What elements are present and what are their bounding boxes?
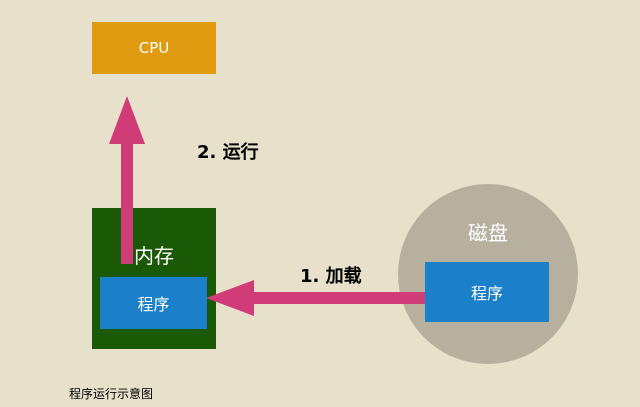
memory-label: 内存 [134, 244, 174, 268]
run-arrow-shaft [121, 142, 133, 264]
memory-program-box: 程序 [100, 277, 207, 329]
run-arrow-head [109, 96, 145, 144]
memory-program-label: 程序 [137, 295, 170, 314]
disk-program-label: 程序 [470, 284, 503, 303]
disk-program-box: 程序 [425, 262, 549, 322]
cpu-box: CPU [92, 22, 216, 74]
load-arrow-head [206, 280, 254, 316]
run-step-label: 2. 运行 [197, 142, 259, 163]
disk-label: 磁盘 [468, 221, 508, 245]
figure-caption: 程序运行示意图 [69, 387, 154, 401]
cpu-label: CPU [138, 39, 170, 57]
load-step-label: 1. 加载 [300, 266, 362, 287]
load-arrow-shaft [252, 292, 428, 304]
